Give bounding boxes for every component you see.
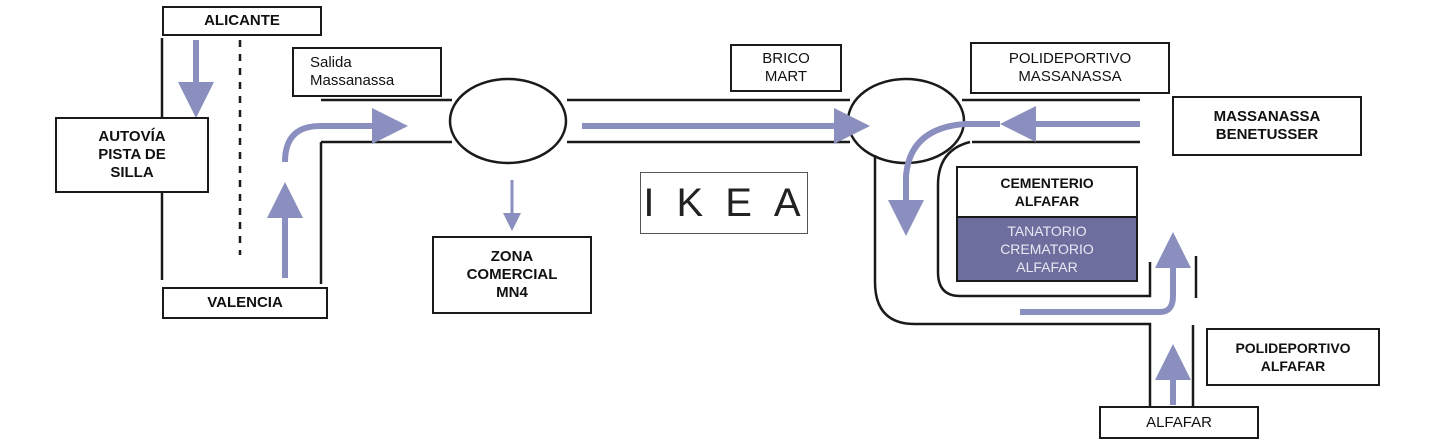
label-salida-massanassa: Salida Massanassa xyxy=(292,47,442,97)
label-massanassa-benetusser: MASSANASSA BENETUSSER xyxy=(1172,96,1362,156)
label-valencia: VALENCIA xyxy=(162,287,328,319)
ikea-box: IKEA xyxy=(640,172,808,234)
label-autovia: AUTOVÍA PISTA DE SILLA xyxy=(55,117,209,193)
polialf-line-1: POLIDEPORTIVO xyxy=(1235,340,1351,356)
massben-line-2: BENETUSSER xyxy=(1215,126,1319,143)
label-polideportivo-alfafar: POLIDEPORTIVO ALFAFAR xyxy=(1206,328,1380,386)
label-brico-mart: BRICO MART xyxy=(730,44,842,92)
zona-line-1: ZONA xyxy=(490,248,534,265)
label-polideportivo-massanassa: POLIDEPORTIVO MASSANASSA xyxy=(970,42,1170,94)
zona-line-2: COMERCIAL xyxy=(466,266,558,283)
zona-line-3: MN4 xyxy=(496,284,528,301)
tanatorio-line-3: ALFAFAR xyxy=(1016,259,1078,275)
arrow-merge-east xyxy=(282,108,408,163)
roundabout-2 xyxy=(846,77,966,165)
autovia-line-1: AUTOVÍA xyxy=(98,128,166,145)
cementerio-line-2: ALFAFAR xyxy=(1014,193,1080,209)
massben-line-1: MASSANASSA xyxy=(1213,108,1321,125)
salida-line-1: Salida xyxy=(310,54,352,71)
polimas-line-2: MASSANASSA xyxy=(1018,68,1122,85)
polialf-line-2: ALFAFAR xyxy=(1260,358,1326,374)
arrow-curve-south xyxy=(888,121,1000,236)
tanatorio-line-2: CREMATORIO xyxy=(1000,241,1094,257)
label-zona-comercial: ZONA COMERCIAL MN4 xyxy=(432,236,592,314)
alfafar-text: ALFAFAR xyxy=(1146,413,1212,431)
tanatorio-line-1: TANATORIO xyxy=(1007,223,1087,239)
tanatorio-label: TANATORIO CREMATORIO ALFAFAR xyxy=(958,216,1136,280)
valencia-text: VALENCIA xyxy=(207,294,283,311)
roundabout-1 xyxy=(448,77,568,165)
ikea-text: IKEA xyxy=(643,180,823,225)
cementerio-line-1: CEMENTERIO xyxy=(1000,175,1094,191)
brico-line-2: MART xyxy=(764,68,808,85)
brico-line-1: BRICO xyxy=(762,50,810,67)
alicante-text: ALICANTE xyxy=(204,12,280,29)
label-alicante: ALICANTE xyxy=(162,6,322,36)
inner-curve xyxy=(936,140,1152,298)
autovia-line-3: SILLA xyxy=(110,164,154,181)
arrow-east-to-alfafar xyxy=(1020,232,1191,315)
salida-line-2: Massanassa xyxy=(310,72,395,89)
label-alfafar: ALFAFAR xyxy=(1099,406,1259,439)
cementerio-box: CEMENTERIO ALFAFAR TANATORIO CREMATORIO … xyxy=(956,166,1138,282)
polimas-line-1: POLIDEPORTIVO xyxy=(1008,50,1132,67)
autovia-line-2: PISTA DE xyxy=(98,146,166,163)
cementerio-label: CEMENTERIO ALFAFAR xyxy=(958,168,1136,216)
outer-curve xyxy=(873,155,1152,410)
